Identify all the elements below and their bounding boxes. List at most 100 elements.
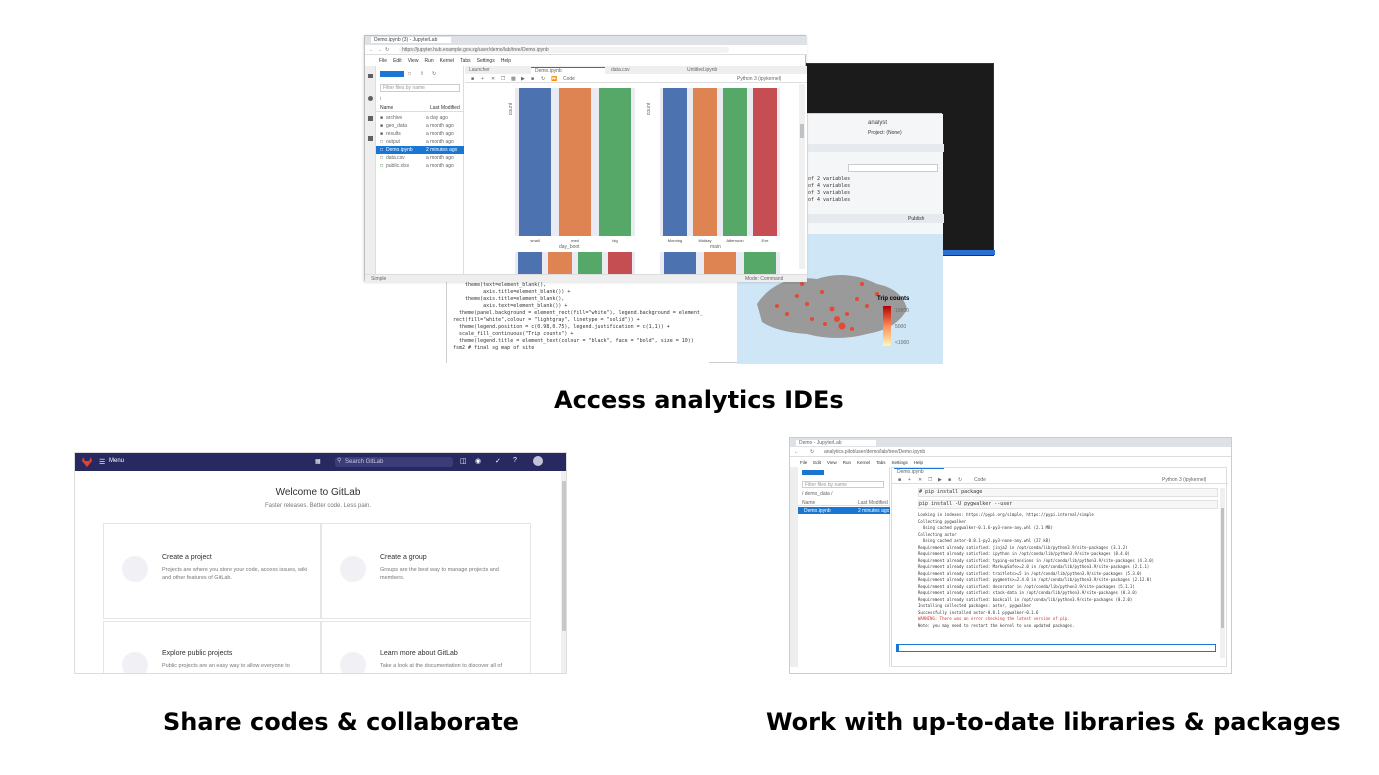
doc-tab[interactable]: Launcher (469, 67, 490, 73)
restart-icon[interactable]: ↻ (958, 477, 963, 483)
project-menu[interactable]: Project: (None) (868, 130, 902, 136)
todos-icon[interactable]: ✓ (495, 458, 501, 465)
card-create-group[interactable]: Create a group Groups are the best way t… (321, 523, 531, 619)
add-cell-icon[interactable]: + (481, 76, 484, 82)
column-name[interactable]: Name (380, 105, 394, 111)
reload-icon[interactable]: ↻ (385, 47, 390, 53)
stop-icon[interactable]: ■ (531, 76, 535, 82)
menu-item[interactable]: Edit (813, 459, 822, 465)
menu-item[interactable]: Kernel (439, 57, 455, 64)
env-search[interactable] (848, 164, 938, 172)
new-icon[interactable]: ▦ (315, 459, 321, 465)
gitlab-logo[interactable] (81, 456, 93, 468)
back-icon[interactable]: ← (369, 47, 374, 53)
menu-item[interactable]: Run (842, 459, 851, 465)
merge-requests-icon[interactable]: ◫ (460, 458, 467, 465)
restart-icon[interactable]: ↻ (541, 76, 546, 82)
code-cell-comment[interactable]: # pip install package (918, 488, 1218, 497)
simple-mode-toggle[interactable]: Simple (371, 276, 387, 282)
doc-tab-active[interactable]: Demo.ipynb (894, 468, 944, 475)
browser-tab[interactable]: Demo - JupyterLab (796, 440, 876, 446)
menu-item[interactable]: Tabs (876, 459, 886, 465)
upload-icon[interactable]: ⇧ (420, 71, 425, 77)
save-icon[interactable]: ■ (898, 477, 902, 483)
file-filter-input[interactable]: Filter files by name (802, 481, 884, 488)
paste-icon[interactable]: ▩ (511, 76, 516, 82)
page-scrollbar[interactable] (561, 471, 566, 673)
kernel-name[interactable]: Python 3 (ipykernel) (737, 76, 782, 82)
scrollbar[interactable] (1220, 488, 1225, 658)
menu-item[interactable]: Run (424, 57, 434, 64)
run-icon[interactable]: ▶ (938, 477, 942, 483)
new-launcher-button[interactable] (802, 470, 824, 475)
new-launcher-button[interactable] (380, 71, 404, 77)
active-empty-cell[interactable] (896, 644, 1216, 652)
url-bar[interactable]: https://jupyter.hub.example.gov.sg/user/… (399, 47, 729, 53)
scrollbar[interactable] (799, 84, 805, 269)
commands-icon[interactable] (368, 116, 373, 121)
extension-icon[interactable] (368, 136, 373, 141)
card-create-project[interactable]: Create a project Projects are where you … (103, 523, 321, 619)
menu-item[interactable]: View (407, 57, 419, 64)
url-bar[interactable]: analytics.pilot/user/demo/lab/tree/Demo.… (824, 449, 926, 455)
hamburger-icon[interactable]: ☰ (99, 459, 106, 466)
menu-item[interactable]: Settings (891, 459, 908, 465)
card-explore-projects[interactable]: Explore public projects Public projects … (103, 621, 321, 673)
breadcrumb[interactable]: / (380, 96, 382, 102)
menu-item[interactable]: View (827, 459, 837, 465)
new-folder-icon[interactable]: □ (408, 71, 412, 77)
card-learn-more[interactable]: Learn more about GitLab Take a look at t… (321, 621, 531, 673)
back-icon[interactable]: ← (794, 449, 799, 455)
search-input[interactable]: Search GitLab (335, 457, 453, 467)
menu-item[interactable]: File (379, 57, 388, 64)
cut-icon[interactable]: ✕ (491, 76, 496, 82)
help-icon[interactable]: ? (513, 457, 517, 464)
doc-tab[interactable]: data.csv (611, 67, 630, 73)
doc-tab[interactable]: Untitled.ipynb (687, 67, 718, 73)
reload-icon[interactable]: ↻ (810, 449, 815, 455)
menu-item[interactable]: Help (500, 57, 512, 64)
column-modified[interactable]: Last Modified (858, 500, 888, 506)
avatar[interactable] (533, 456, 543, 466)
file-row-selected[interactable]: Demo.ipynb 2 minutes ago (798, 507, 890, 514)
column-modified[interactable]: Last Modified (430, 105, 460, 111)
add-cell-icon[interactable]: + (908, 477, 911, 483)
file-filter-input[interactable]: Filter files by name (380, 84, 460, 92)
forward-icon[interactable]: → (377, 47, 382, 53)
copy-icon[interactable]: ❐ (501, 76, 506, 82)
menu-button[interactable]: Menu (109, 458, 125, 464)
menu-item[interactable]: Edit (393, 57, 402, 64)
copy-icon[interactable]: ❐ (928, 477, 933, 483)
running-icon[interactable] (368, 96, 373, 101)
fast-forward-icon[interactable]: ⏩ (551, 76, 558, 82)
kernel-name[interactable]: Python 3 (ipykernel) (1162, 477, 1207, 483)
column-name[interactable]: Name (802, 500, 816, 506)
publish-button[interactable]: Publish (908, 216, 925, 222)
code-cell-pip[interactable]: pip install -U pygwalker --user (918, 500, 1218, 509)
caption-ides: Access analytics IDEs (554, 386, 844, 414)
folder-icon[interactable] (368, 74, 373, 78)
browser-tab[interactable]: Demo.ipynb (3) - JupyterLab (371, 37, 451, 43)
run-icon[interactable]: ▶ (521, 76, 525, 82)
refresh-icon[interactable]: ↻ (432, 71, 437, 77)
stop-icon[interactable]: ■ (948, 477, 952, 483)
cell-type-select[interactable]: Code (974, 477, 986, 483)
doc-tab-active[interactable]: Demo.ipynb (531, 66, 605, 74)
menu-item[interactable]: Settings (476, 57, 495, 64)
issues-icon[interactable]: ◉ (475, 458, 482, 465)
cut-icon[interactable]: ✕ (918, 477, 923, 483)
menu-item[interactable]: File (800, 459, 808, 465)
breadcrumb[interactable]: / demo_data / (802, 491, 833, 497)
menu-item[interactable]: Tabs (460, 57, 471, 64)
save-icon[interactable]: ■ (471, 76, 475, 82)
menu-item[interactable]: Help (913, 459, 924, 465)
cell-type-select[interactable]: Code (563, 76, 575, 82)
menu-item[interactable]: Kernel (856, 459, 870, 465)
